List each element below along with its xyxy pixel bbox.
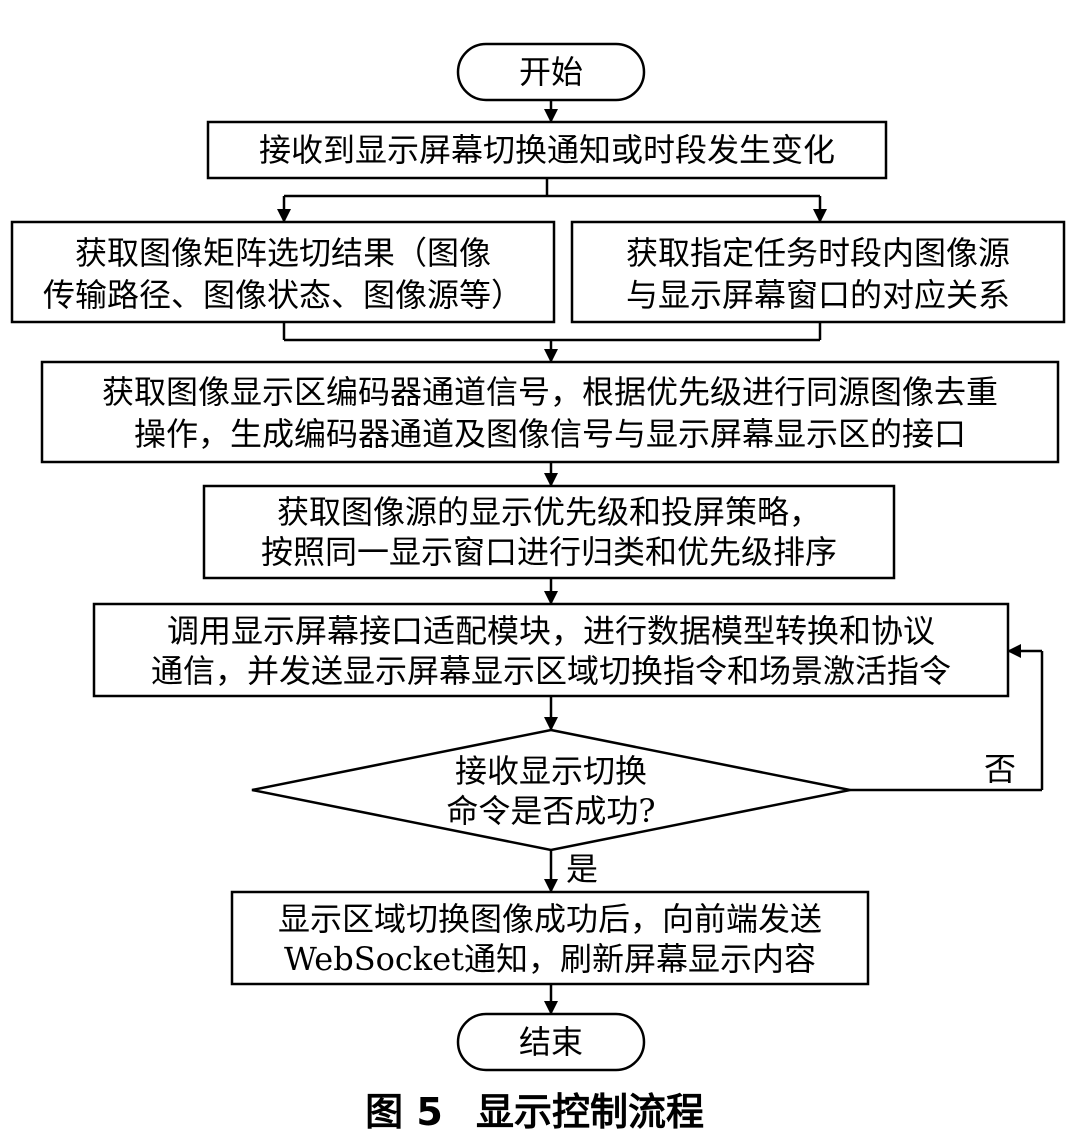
figure-title: 显示控制流程 [476, 1090, 704, 1134]
no-label: 否 [984, 750, 1016, 788]
step4-line1: 获取图像源的显示优先级和投屏策略， [277, 493, 821, 531]
step2b-line1: 获取指定任务时段内图像源 [626, 234, 1010, 272]
end-terminal [456, 1012, 646, 1072]
step4-line2: 按照同一显示窗口进行归类和优先级排序 [261, 533, 837, 571]
yes-label: 是 [566, 850, 598, 888]
step2b-box [570, 220, 1066, 324]
start-label: 开始 [519, 53, 583, 91]
decision-line2: 命令是否成功? [446, 792, 655, 830]
step2a-line1: 获取图像矩阵选切结果（图像 [75, 234, 491, 272]
step1-label: 接收到显示屏幕切换通知或时段发生变化 [259, 131, 835, 169]
step2b-line2: 与显示屏幕窗口的对应关系 [626, 276, 1010, 314]
figure-number: 图 5 [365, 1090, 443, 1134]
decision-line1: 接收显示切换 [455, 752, 647, 790]
end-label: 结束 [519, 1023, 583, 1061]
step1-box [206, 120, 888, 180]
step3-box [40, 360, 1060, 464]
step2a-box [10, 220, 556, 324]
step2a-line2: 传输路径、图像状态、图像源等） [43, 276, 523, 314]
step6-box [230, 890, 870, 986]
step5-line2: 通信，并发送显示屏幕显示区域切换指令和场景激活指令 [151, 652, 951, 690]
step3-line1: 获取图像显示区编码器通道信号，根据优先级进行同源图像去重 [102, 373, 998, 411]
step5-line1: 调用显示屏幕接口适配模块，进行数据模型转换和协议 [167, 612, 935, 650]
step4-box [202, 484, 896, 580]
step6-line1: 显示区域切换图像成功后，向前端发送 [278, 900, 822, 938]
step3-line2: 操作，生成编码器通道及图像信号与显示屏幕显示区的接口 [134, 415, 966, 453]
step5-box [92, 602, 1010, 698]
decision-diamond [251, 728, 851, 852]
step6-line2: WebSocket通知，刷新屏幕显示内容 [284, 940, 816, 978]
